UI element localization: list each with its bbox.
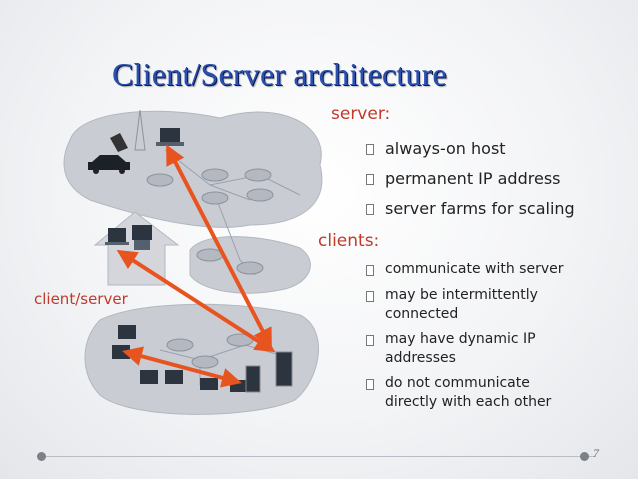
clients-heading: clients: <box>318 231 380 251</box>
router-icon <box>246 188 274 202</box>
slide-title: Client/Server architecture <box>112 56 447 92</box>
desktop-icon <box>132 225 152 240</box>
mobile-devices <box>88 109 184 174</box>
router-icon <box>236 261 264 275</box>
router-icon <box>166 338 194 352</box>
client-server-label: client/server <box>34 290 128 308</box>
page-number: 7 <box>593 446 599 460</box>
client-bullet: do not communicate <box>385 375 530 391</box>
car-icon <box>88 155 130 170</box>
cell-tower-icon <box>134 109 146 151</box>
desktop-icon <box>118 325 136 339</box>
footer-dot-icon <box>37 452 46 461</box>
bullet-icon <box>366 379 374 390</box>
server-bullet: permanent IP address <box>385 169 561 188</box>
client-bullet: may be intermittently <box>385 287 538 303</box>
bullet-icon <box>366 144 374 155</box>
footer-dot-icon <box>580 452 589 461</box>
router-icon <box>146 173 174 187</box>
bullet-icon <box>366 265 374 276</box>
server-bullet: server farms for scaling <box>385 199 575 218</box>
router-icon <box>191 355 219 369</box>
client-server-arrow <box>116 249 276 353</box>
desktop-icon <box>108 228 126 242</box>
laptop-icon <box>200 378 218 390</box>
client-bullet-cont: directly with each other <box>385 394 552 410</box>
laptop-icon <box>160 128 180 142</box>
desktop-icon <box>165 370 183 384</box>
router-icon <box>201 191 229 205</box>
bullet-icon <box>366 204 374 215</box>
footer-divider <box>40 456 596 457</box>
router-icon <box>201 168 229 182</box>
server-icon <box>245 365 261 393</box>
client-bullet: communicate with server <box>385 261 564 277</box>
client-bullet: may have dynamic IP <box>385 331 536 347</box>
desktop-icon <box>140 370 158 384</box>
client-server-arrow <box>122 346 242 388</box>
server-icon <box>275 351 293 387</box>
router-icon <box>244 168 272 182</box>
bullet-icon <box>366 174 374 185</box>
bullet-icon <box>366 335 374 346</box>
server-bullet: always-on host <box>385 139 506 158</box>
client-bullet-cont: addresses <box>385 350 456 366</box>
bullet-icon <box>366 291 374 302</box>
server-heading: server: <box>331 104 391 124</box>
cellphone-icon <box>110 133 128 152</box>
client-bullet-cont: connected <box>385 306 459 322</box>
